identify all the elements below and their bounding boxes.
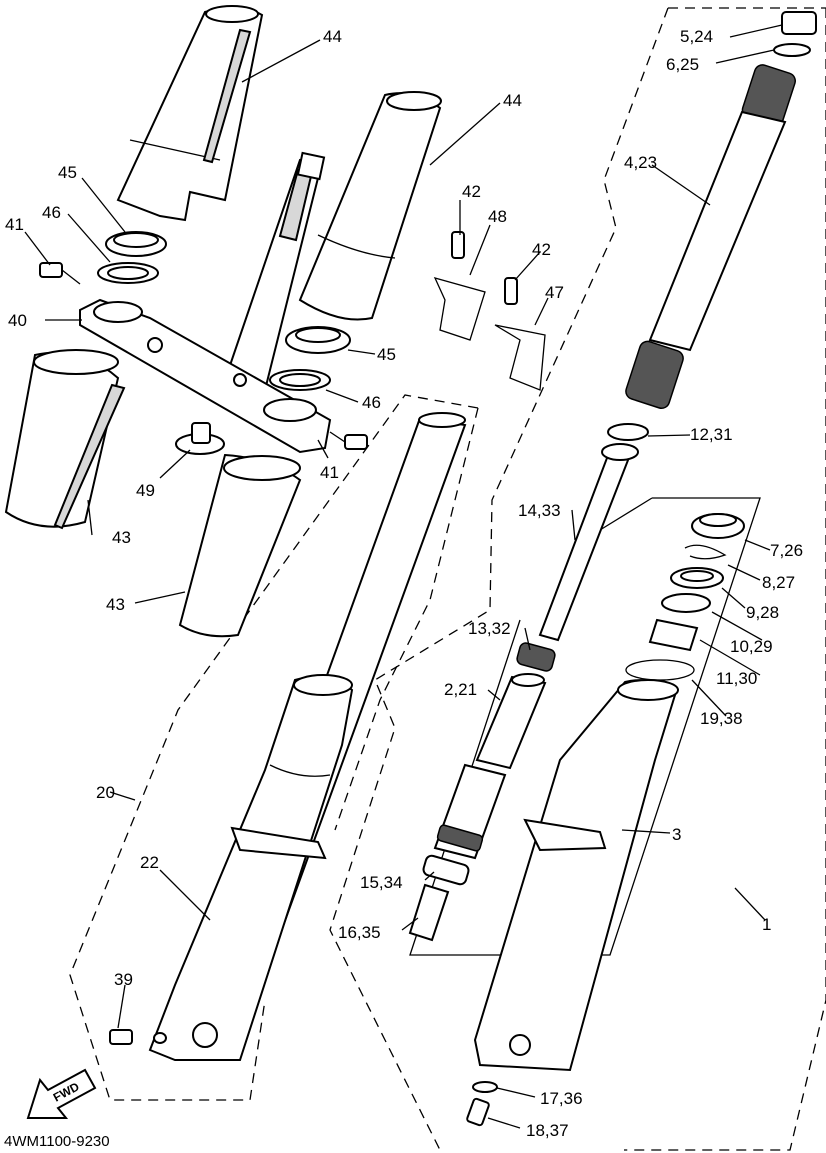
callout-41: 41 <box>5 215 24 234</box>
bolt-41-right <box>329 431 368 450</box>
lower-cover-left <box>4 349 126 530</box>
damper-rod-14-33 <box>538 443 639 642</box>
callout-48: 48 <box>488 207 507 226</box>
outer-tube-3 <box>473 679 679 1072</box>
callout-45: 45 <box>58 163 77 182</box>
washer-10-29 <box>661 593 711 613</box>
callout-42: 42 <box>462 182 481 201</box>
clamp-48 <box>433 231 486 341</box>
callout-45: 45 <box>377 345 396 364</box>
fork-spring-lower <box>625 340 684 409</box>
clip-8-27 <box>684 544 727 560</box>
callout-4-23: 4,23 <box>624 153 657 172</box>
collar-15-34 <box>422 854 470 886</box>
spring-tube-4-23 <box>648 110 787 352</box>
damper-45-left <box>105 231 167 257</box>
washer-46-left <box>97 262 159 284</box>
drawing-code: 4WM1100-9230 <box>4 1133 110 1150</box>
piece-16-35 <box>408 883 450 942</box>
bolt-39 <box>109 1029 167 1045</box>
fwd-arrow-icon: FWD <box>26 1068 97 1119</box>
bolt-18-37 <box>466 1097 490 1127</box>
leader-lines <box>24 24 783 1129</box>
callout-16-35: 16,35 <box>338 923 381 942</box>
piston-2-21 <box>475 673 547 770</box>
assembly-1-boundary <box>329 7 826 1151</box>
callout-19-38: 19,38 <box>700 709 743 728</box>
washer-17-36 <box>472 1081 498 1093</box>
callout-43: 43 <box>106 595 125 614</box>
callout-22: 22 <box>140 853 159 872</box>
o-ring-6-25 <box>773 43 811 57</box>
under-bracket-40 <box>79 298 332 454</box>
steering-stem <box>223 151 326 392</box>
callout-7-26: 7,26 <box>770 541 803 560</box>
callout-44: 44 <box>323 27 342 46</box>
callout-15-34: 15,34 <box>360 873 403 892</box>
callout-44: 44 <box>503 91 522 110</box>
callout-9-28: 9,28 <box>746 603 779 622</box>
callout-40: 40 <box>8 311 27 330</box>
callout-43: 43 <box>112 528 131 547</box>
callout-13-32: 13,32 <box>468 619 511 638</box>
callout-11-30: 11,30 <box>716 669 757 688</box>
dust-seal-7-26 <box>691 513 745 539</box>
callout-8-27: 8,27 <box>762 573 795 592</box>
spring-13-32 <box>516 642 556 672</box>
callout-49: 49 <box>136 481 155 500</box>
callout-41: 41 <box>320 463 339 482</box>
callout-42: 42 <box>532 240 551 259</box>
callout-2-21: 2,21 <box>444 680 477 699</box>
callout-10-29: 10,29 <box>730 637 773 656</box>
callout-47: 47 <box>545 283 564 302</box>
clamp-47 <box>494 277 546 391</box>
callout-17-36: 17,36 <box>540 1089 583 1108</box>
callout-46: 46 <box>362 393 381 412</box>
callout-1: 1 <box>762 915 771 934</box>
callout-14-33: 14,33 <box>518 501 561 520</box>
assembly-20-boundary <box>69 394 479 1101</box>
bolt-41-left <box>39 262 81 285</box>
callout-20: 20 <box>96 783 115 802</box>
upper-cover-right <box>298 91 442 321</box>
callout-18-37: 18,37 <box>526 1121 569 1140</box>
upper-cover-left <box>116 5 264 222</box>
callout-5-24: 5,24 <box>680 27 713 46</box>
outer-tube-22 <box>148 674 354 1061</box>
bushing-11-30 <box>648 618 699 652</box>
damper-45-right <box>285 326 351 354</box>
cylinder-15-34-upper <box>433 763 507 860</box>
callout-3: 3 <box>672 825 681 844</box>
callout-46: 46 <box>42 203 61 222</box>
callout-6-25: 6,25 <box>666 55 699 74</box>
ring-12-31 <box>607 423 649 441</box>
lower-cover-right <box>178 453 302 638</box>
o-ring-19-38 <box>625 659 695 681</box>
callout-12-31: 12,31 <box>690 425 733 444</box>
cap-bolt-5-24 <box>781 11 817 35</box>
callout-39: 39 <box>114 970 133 989</box>
washer-46-right <box>269 369 331 391</box>
oil-seal-9-28 <box>670 567 724 589</box>
collar-49 <box>175 422 225 455</box>
